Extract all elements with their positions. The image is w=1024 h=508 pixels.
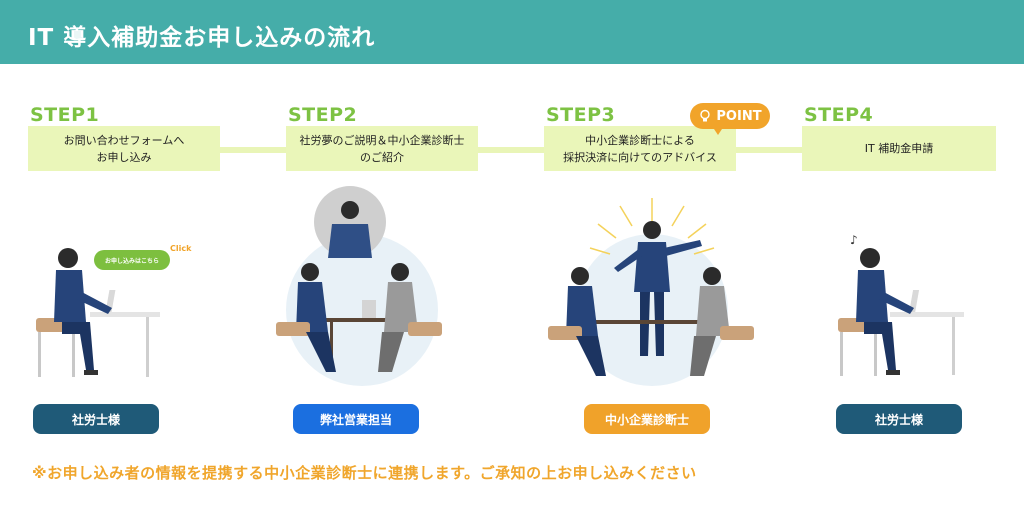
step1-box: お問い合わせフォームへ お申し込み [28, 126, 220, 171]
footnote-notice: ※お申し込み者の情報を提携する中小企業診断士に連携します。ご承知の上お申し込みく… [32, 464, 697, 482]
point-badge: POINT [690, 103, 770, 129]
role-badge-sales: 弊社営業担当 [293, 404, 419, 434]
role-label-sales: 弊社営業担当 [319, 412, 392, 427]
click-label: Click [170, 244, 192, 253]
header-bar: IT 導入補助金お申し込みの流れ [0, 0, 1024, 64]
connector-1-2 [220, 147, 286, 153]
connector-3-4 [736, 147, 802, 153]
illustration-client-submitted: ♪ [838, 233, 964, 376]
step3-line1: 中小企業診断士による [585, 133, 695, 147]
lightbulb-icon [700, 109, 711, 122]
illustration-sales-meeting [276, 186, 442, 386]
step4-line1: IT 補助金申請 [864, 142, 934, 155]
step1-line1: お問い合わせフォームへ [63, 133, 185, 147]
step1-line2: お申し込み [96, 150, 152, 164]
point-bubble-tail [712, 126, 724, 135]
apply-bubble-text: お申し込みはこちら [104, 257, 159, 265]
step1-label: STEP1 [30, 104, 100, 126]
connector-2-3 [478, 147, 544, 153]
step3-label: STEP3 [546, 104, 616, 126]
role-badge-client: 社労士様 [33, 404, 159, 434]
role-label-client: 社労士様 [71, 412, 120, 427]
step2-line1: 社労夢のご説明＆中小企業診断士 [299, 133, 465, 147]
point-label: POINT [716, 108, 762, 124]
step3-line2: 採択決済に向けてのアドバイス [563, 150, 717, 164]
role-label-client-final: 社労士様 [874, 412, 923, 427]
step2-box: 社労夢のご説明＆中小企業診断士 のご紹介 [286, 126, 478, 171]
step3-box: 中小企業診断士による 採択決済に向けてのアドバイス [544, 126, 736, 171]
step2-label: STEP2 [288, 104, 358, 126]
music-note-icon: ♪ [850, 233, 858, 247]
apply-speech-bubble[interactable]: お申し込みはこちら [94, 250, 170, 270]
step4-box: IT 補助金申請 [802, 126, 996, 171]
illustration-client-desk [36, 248, 160, 377]
step4-label: STEP4 [804, 104, 874, 126]
role-badge-client-final: 社労士様 [836, 404, 962, 434]
page-title: IT 導入補助金お申し込みの流れ [28, 25, 376, 51]
role-badge-consultant: 中小企業診断士 [584, 404, 710, 434]
step2-line2: のご紹介 [360, 150, 404, 164]
illustration-consultant-advice [548, 198, 754, 386]
role-label-consultant: 中小企業診断士 [604, 412, 689, 427]
